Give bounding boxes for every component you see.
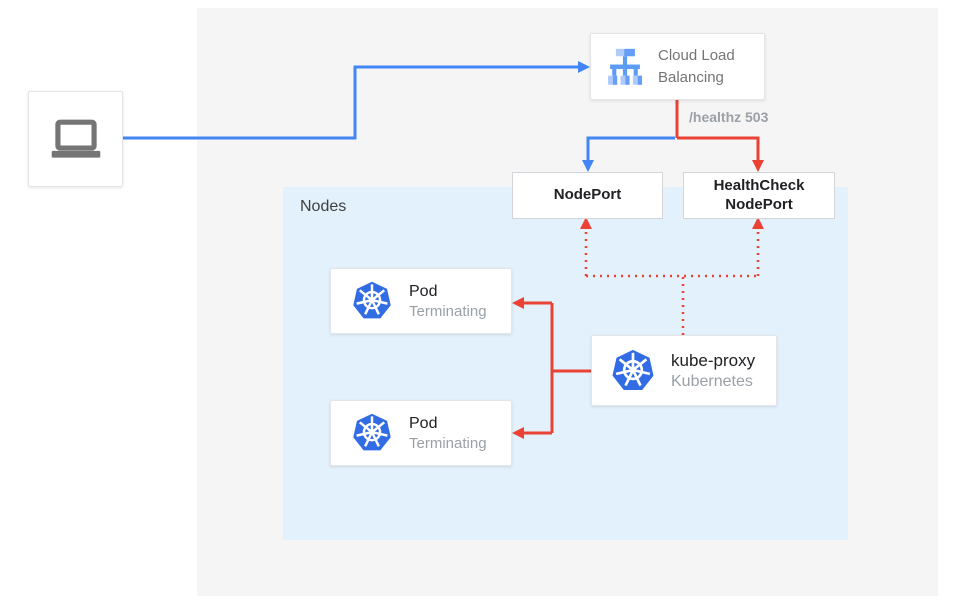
cloud-load-balancing-label: Cloud Load Balancing: [658, 46, 735, 86]
pod-terminating-node-2: Pod Terminating: [330, 400, 512, 466]
healthcheck-nodeport-label-line2: NodePort: [725, 195, 793, 213]
healthz-503-label: /healthz 503: [689, 109, 769, 125]
pod-title: Pod: [409, 282, 438, 300]
client-node: [28, 91, 123, 187]
kubernetes-icon: [612, 349, 654, 390]
kubernetes-icon: [353, 281, 391, 319]
pod-status: Terminating: [409, 302, 487, 320]
cloud-load-balancing-node: Cloud Load Balancing: [590, 33, 765, 100]
pod-status: Terminating: [409, 434, 487, 452]
kubernetes-icon: [353, 413, 391, 451]
nodes-panel-label: Nodes: [300, 198, 347, 215]
nodeport-node: NodePort: [512, 172, 663, 219]
laptop-icon: [51, 119, 100, 158]
pod-terminating-node-1: Pod Terminating: [330, 268, 512, 334]
nodeport-label: NodePort: [553, 186, 622, 204]
kube-proxy-title: kube-proxy: [671, 350, 756, 370]
healthcheck-nodeport-node: HealthCheck NodePort: [683, 172, 835, 219]
healthcheck-nodeport-label-line1: HealthCheck: [713, 176, 805, 194]
kube-proxy-subtitle: Kubernetes: [671, 372, 753, 390]
kube-proxy-node: kube-proxy Kubernetes: [591, 335, 777, 406]
cloud-load-balancing-icon: [608, 48, 642, 85]
pod-title: Pod: [409, 414, 438, 432]
